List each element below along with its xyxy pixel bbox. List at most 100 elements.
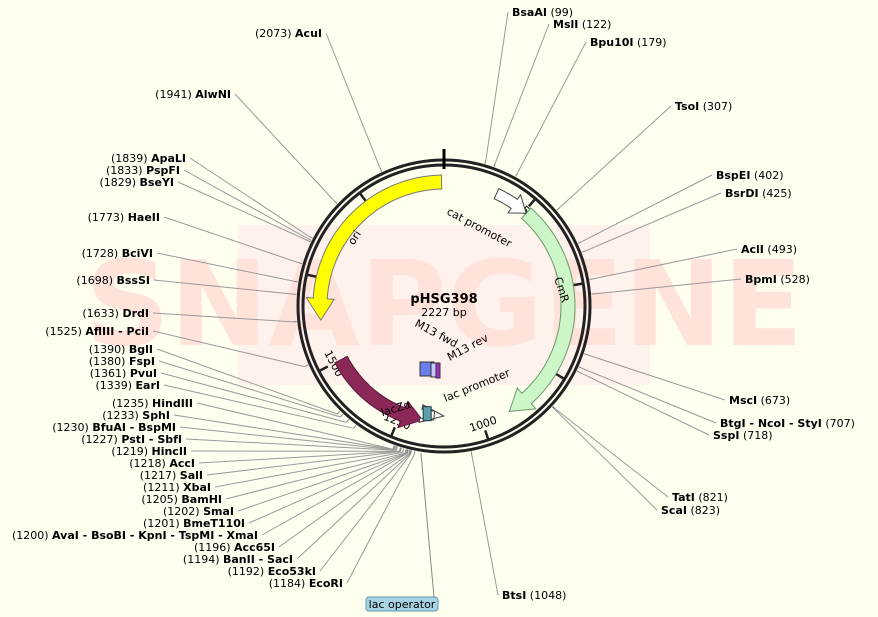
feature-ori-arrow[interactable] [305, 174, 443, 322]
feature-cmr-arrow[interactable] [508, 207, 576, 412]
site-leader-ecori [346, 454, 415, 584]
site-name-fspi: FspI [129, 355, 155, 368]
site-label-banii-saci[interactable]: (1194) BanII - SacI [183, 553, 293, 566]
lac-operator-leader [420, 453, 435, 598]
site-leader-acc65i [278, 453, 410, 548]
site-label-sphi[interactable]: (1233) SphI [102, 409, 170, 422]
site-label-haeii[interactable]: (1773) HaeII [88, 211, 160, 224]
tick-mark-1250 [389, 426, 396, 438]
site-stub-bpu10i [515, 172, 518, 177]
site-name-bamhi: BamHI [181, 493, 222, 506]
site-label-bsaai[interactable]: BsaAI (99) [512, 6, 573, 19]
site-label-pvui[interactable]: (1361) PvuI [90, 367, 157, 380]
site-label-bamhi[interactable]: (1205) BamHI [141, 493, 222, 506]
site-name-bcivi: BciVI [122, 247, 153, 260]
site-label-drdi[interactable]: (1633) DrdI [82, 307, 149, 320]
site-pos-bsaai: (99) [550, 6, 573, 19]
site-pos-bsrdi: (425) [762, 187, 792, 200]
site-label-eari[interactable]: (1339) EarI [95, 379, 160, 392]
site-label-bseyi[interactable]: (1829) BseYI [99, 176, 174, 189]
site-pos-msci: (673) [761, 394, 791, 407]
site-leader-banii-saci [296, 453, 411, 560]
site-stub-xbai [402, 448, 405, 453]
site-label-acci[interactable]: (1218) AccI [129, 457, 195, 470]
site-label-tsoi[interactable]: TsoI (307) [675, 100, 732, 113]
site-pos-bpmi: (528) [780, 273, 810, 286]
feature-m13-rev-mark[interactable] [435, 362, 441, 379]
feature-cat-promoter-arrow[interactable] [493, 188, 527, 214]
site-label-sspi[interactable]: SspI (718) [713, 429, 773, 442]
site-stub-scai [551, 406, 556, 411]
site-name-acui: AcuI [295, 27, 322, 40]
site-leader-bamhi [225, 452, 406, 500]
site-label-msci[interactable]: MscI (673) [729, 394, 790, 407]
site-label-eco53ki[interactable]: (1192) Eco53kI [228, 565, 316, 578]
site-name-tsoi: TsoI [675, 100, 699, 113]
site-pos-bpu10i: (179) [637, 36, 667, 49]
site-label-bgli[interactable]: (1390) BglI [89, 343, 153, 356]
site-label-btsi[interactable]: BtsI (1048) [502, 589, 566, 602]
site-label-acc65i[interactable]: (1196) Acc65I [194, 541, 275, 554]
site-label-bspei[interactable]: BspEI (402) [716, 169, 784, 182]
site-name-psti-sbfi: PstI - SbfI [121, 433, 182, 446]
site-label-fspi[interactable]: (1380) FspI [89, 355, 155, 368]
site-name-scai: ScaI [661, 504, 687, 517]
site-label-bmet110i[interactable]: (1201) BmeT110I [143, 517, 245, 530]
site-name-bpu10i: Bpu10I [590, 36, 634, 49]
lac-operator-label-box[interactable] [365, 596, 439, 612]
tick-mark-1750 [306, 273, 317, 278]
site-stub-msci [583, 353, 589, 356]
site-label-bsssi[interactable]: (1698) BssSI [76, 274, 150, 287]
site-leader-bsaai [485, 11, 509, 160]
site-label-pspfi[interactable]: (1833) PspFI [106, 164, 180, 177]
tick-mark-2000 [358, 192, 367, 202]
site-leader-bseyi [177, 181, 308, 241]
site-label-psti-sbfi[interactable]: (1227) PstI - SbfI [81, 433, 182, 446]
site-label-msli[interactable]: MslI (122) [553, 18, 611, 31]
site-label-acui[interactable]: (2073) AcuI [255, 27, 322, 40]
site-pos-apali: (1839) [111, 152, 148, 165]
site-leader-bpu10i [517, 41, 587, 174]
feature-lacz-arrow[interactable] [334, 355, 424, 429]
feature-lac-operator-box[interactable] [422, 406, 432, 422]
site-label-scai[interactable]: ScaI (823) [661, 504, 720, 517]
site-name-eco53ki: Eco53kI [268, 565, 316, 578]
site-label-smai[interactable]: (1202) SmaI [163, 505, 234, 518]
tick-mark-1500 [318, 365, 329, 373]
site-label-bpu10i[interactable]: Bpu10I (179) [590, 36, 667, 49]
site-label-hincii[interactable]: (1219) HincII [111, 445, 187, 458]
site-pos-eco53ki: (1192) [228, 565, 265, 578]
site-name-pspfi: PspFI [146, 164, 180, 177]
site-label-btgi-ncoi-styi[interactable]: BtgI - NcoI - StyI (707) [720, 417, 855, 430]
site-pos-avai-bsobi-kpni-tspmi-xmai: (1200) [12, 529, 49, 542]
site-leader-msci [587, 354, 726, 401]
site-stub-fspi [339, 413, 344, 418]
site-label-hindiii[interactable]: (1235) HindIII [112, 397, 193, 410]
site-label-apali[interactable]: (1839) ApaLI [111, 152, 186, 165]
site-label-avai-bsobi-kpni-tspmi-xmai[interactable]: (1200) AvaI - BsoBI - KpnI - TspMI - Xma… [12, 529, 258, 542]
site-name-bgli: BglI [129, 343, 153, 356]
site-label-tati[interactable]: TatI (821) [672, 491, 728, 504]
feature-label-ori: ori [345, 228, 364, 247]
site-leader-avai-bsobi-kpni-tspmi-xmai [261, 453, 408, 536]
site-label-afliii-pcii[interactable]: (1525) AflIII - PciI [45, 325, 149, 338]
site-name-xbai: XbaI [183, 481, 211, 494]
site-label-ecori[interactable]: (1184) EcoRI [269, 577, 343, 590]
site-leader-btgi-ncoi-styi [582, 368, 717, 424]
site-label-bfuai-bspmi[interactable]: (1230) BfuAI - BspMI [52, 421, 176, 434]
site-label-alwni[interactable]: (1941) AlwNI [155, 88, 231, 101]
site-label-bsrdi[interactable]: BsrDI (425) [725, 187, 792, 200]
site-stub-hincii [398, 447, 402, 452]
site-label-bcivi[interactable]: (1728) BciVI [82, 247, 153, 260]
site-name-apali: ApaLI [151, 152, 186, 165]
site-label-sali[interactable]: (1217) SalI [140, 469, 203, 482]
site-leader-bgli [156, 348, 338, 415]
site-label-acli[interactable]: AclI (493) [741, 243, 797, 256]
site-name-bfuai-bspmi: BfuAI - BspMI [92, 421, 176, 434]
site-leader-pvui [160, 372, 347, 423]
site-label-xbai[interactable]: (1211) XbaI [143, 481, 211, 494]
site-leader-tsoi [559, 105, 672, 208]
site-label-bpmi[interactable]: BpmI (528) [745, 273, 810, 286]
site-leader-eco53ki [319, 453, 411, 572]
